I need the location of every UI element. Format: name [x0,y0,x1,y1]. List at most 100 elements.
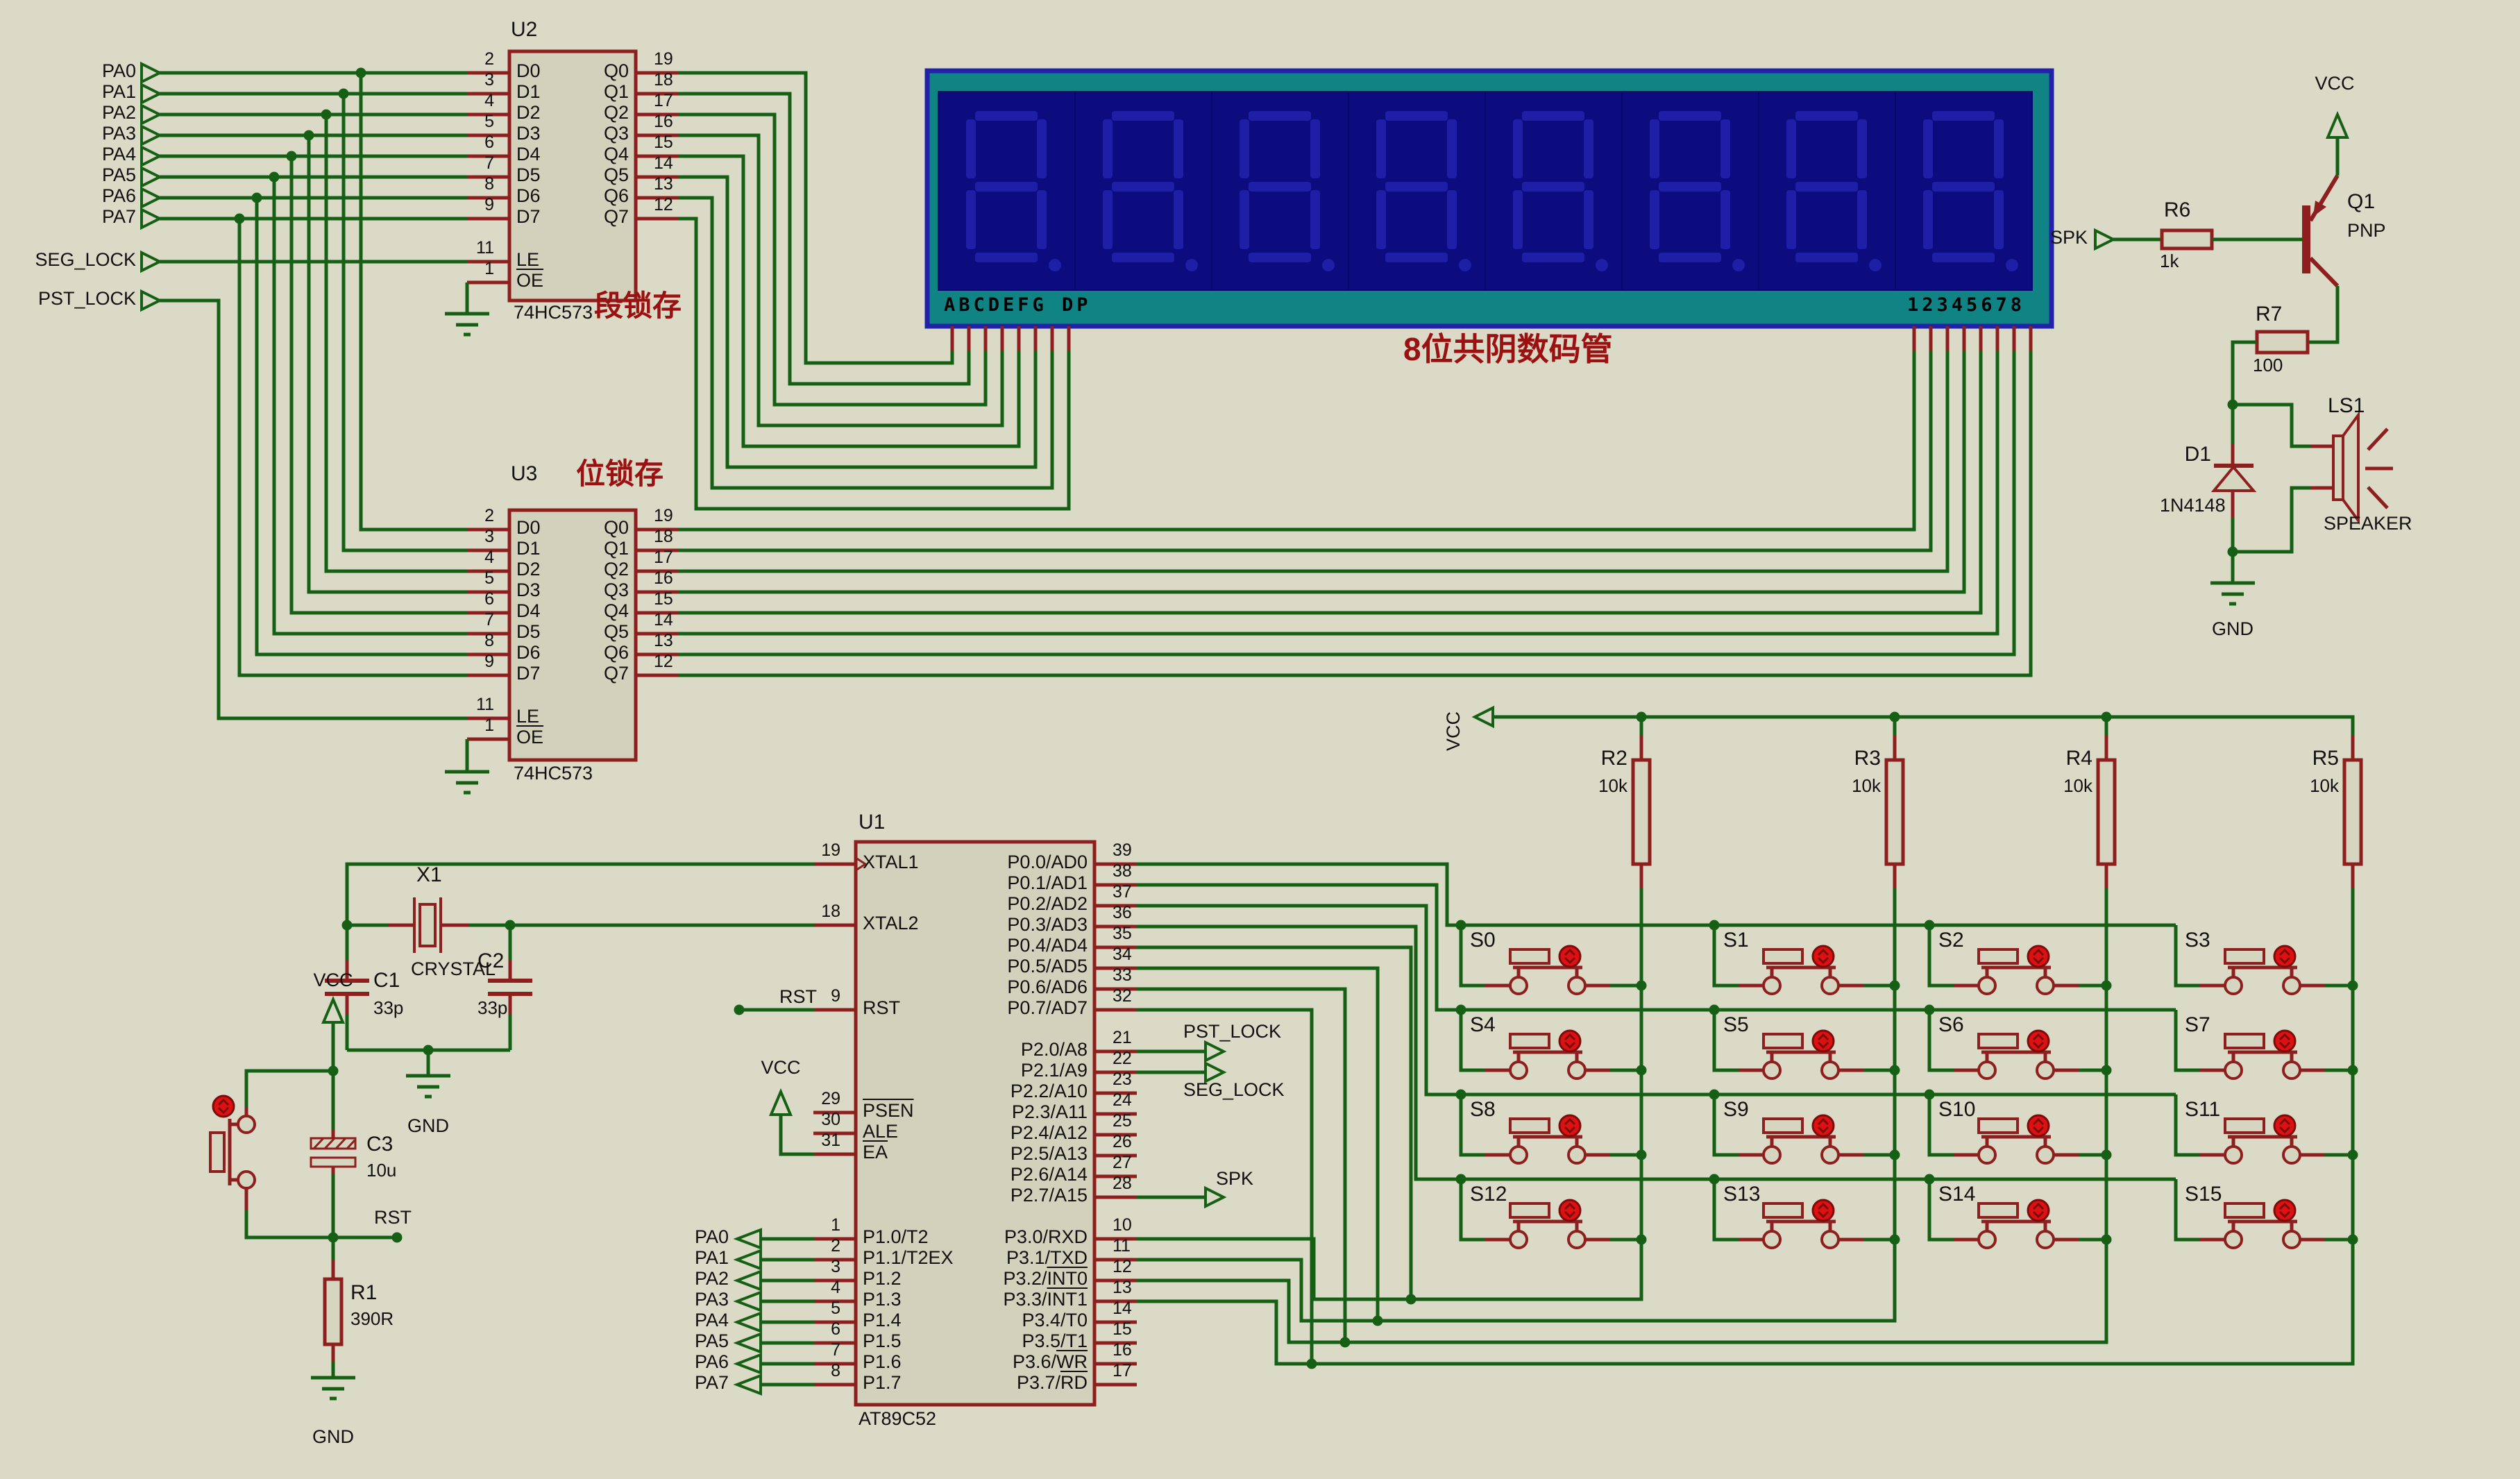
q1-transistor [2302,174,2340,288]
decimal-point [1869,259,1881,271]
key-S2[interactable] [1954,945,2079,995]
button-toggle-icon[interactable] [2273,945,2297,968]
button-cap [1762,948,1804,965]
column-tap-wire [1136,966,1380,1321]
button-terminal [1567,1145,1587,1165]
digit-bus-wire [678,350,2016,657]
port-arrow [733,1249,762,1271]
wire [2231,340,2257,405]
junction-dot [286,151,297,162]
wire [2233,403,2311,448]
display-digit [1513,111,1608,271]
r1-body [323,1277,344,1346]
key-S13[interactable] [1739,1199,1863,1249]
wire [779,1115,814,1156]
port-arrow [140,144,163,168]
wire [244,1069,333,1107]
digit-bus-wire [678,350,1950,573]
wire [2174,1179,2200,1242]
port-arrow [1204,1185,1227,1209]
wire [324,115,467,573]
junction-dot [1924,920,1935,931]
column-tap-wire [1136,987,1347,1342]
button-toggle-icon[interactable] [2027,945,2050,968]
digit-bus-wire [678,350,2033,677]
pst-lock-wire [160,298,467,720]
button-toggle-icon[interactable] [1558,1029,1582,1053]
wire [2233,486,2311,554]
junction-dot [1709,1174,1720,1185]
junction-dot [2347,1234,2358,1245]
seg-bus-wire [678,133,1004,428]
key-S5[interactable] [1739,1029,1863,1080]
key-S4[interactable] [1485,1029,1610,1080]
button-toggle-icon[interactable] [2273,1029,2297,1053]
column-tap-wire [1136,1008,1314,1364]
key-S7[interactable] [2200,1029,2325,1080]
crystal-plates [413,897,442,953]
button-terminal [1567,976,1587,995]
wire [1712,1179,1739,1242]
key-S0[interactable] [1485,945,1610,995]
button-terminal [1762,1145,1782,1165]
junction-dot [1636,1065,1647,1076]
key-S6[interactable] [1954,1029,2079,1080]
button-toggle-icon[interactable] [2027,1199,2050,1222]
vcc-rail [1493,715,2355,736]
u2-chip [507,49,638,303]
button-toggle-icon[interactable] [1558,1199,1582,1222]
button-toggle-icon[interactable] [2273,1199,2297,1222]
c3-capacitor [310,1137,357,1168]
key-S8[interactable] [1485,1114,1610,1165]
wire [307,135,467,594]
key-S14[interactable] [1954,1199,2079,1249]
button-toggle-icon[interactable] [1558,945,1582,968]
button-toggle-icon[interactable] [1811,1199,1835,1222]
button-toggle-icon[interactable] [1811,945,1835,968]
button-terminal [237,1170,256,1190]
u3-body [507,508,638,762]
digit-bus-wire [678,350,1966,594]
capacitor-plates [325,979,532,996]
button-cap [1762,1033,1804,1049]
button-toggle-icon[interactable] [1811,1114,1835,1138]
button-terminal [1509,976,1528,995]
button-toggle-icon[interactable] [2027,1114,2050,1138]
junction-dot [1889,1234,1900,1245]
button-toggle-icon[interactable] [2273,1114,2297,1138]
button-toggle-icon[interactable] [2027,1029,2050,1053]
key-S10[interactable] [1954,1114,2079,1165]
button-cap [1977,948,2019,965]
key-S9[interactable] [1739,1114,1863,1165]
reset-button[interactable] [209,1095,256,1190]
button-toggle-icon[interactable] [1811,1029,1835,1053]
button-terminal [2036,1230,2055,1249]
junction-dot [1636,980,1647,991]
button-terminal [2036,976,2055,995]
decimal-point [1322,259,1335,271]
junction-dot [1889,1065,1900,1076]
port-arrow [733,1311,762,1333]
seven-segment-display [924,68,2054,329]
column-tap-wire [1136,945,1413,1299]
wire [359,73,467,532]
button-cap [2224,1202,2265,1219]
key-S1[interactable] [1739,945,1863,995]
display-digit [1376,111,1471,271]
button-terminal [1820,1145,1840,1165]
button-toggle-icon[interactable] [1558,1114,1582,1138]
display-digit [1650,111,1745,271]
key-S3[interactable] [2200,945,2325,995]
button-toggle-icon[interactable] [212,1095,235,1118]
button-terminal [1820,1060,1840,1080]
wire [1459,1179,1485,1242]
wire [1459,925,1485,988]
key-S11[interactable] [2200,1114,2325,1165]
u1-chip [854,840,1097,1407]
junction-dot [2347,1065,2358,1076]
key-S15[interactable] [2200,1199,2325,1249]
button-terminal [2282,1060,2301,1080]
button-cap [209,1131,226,1173]
key-S12[interactable] [1485,1199,1610,1249]
